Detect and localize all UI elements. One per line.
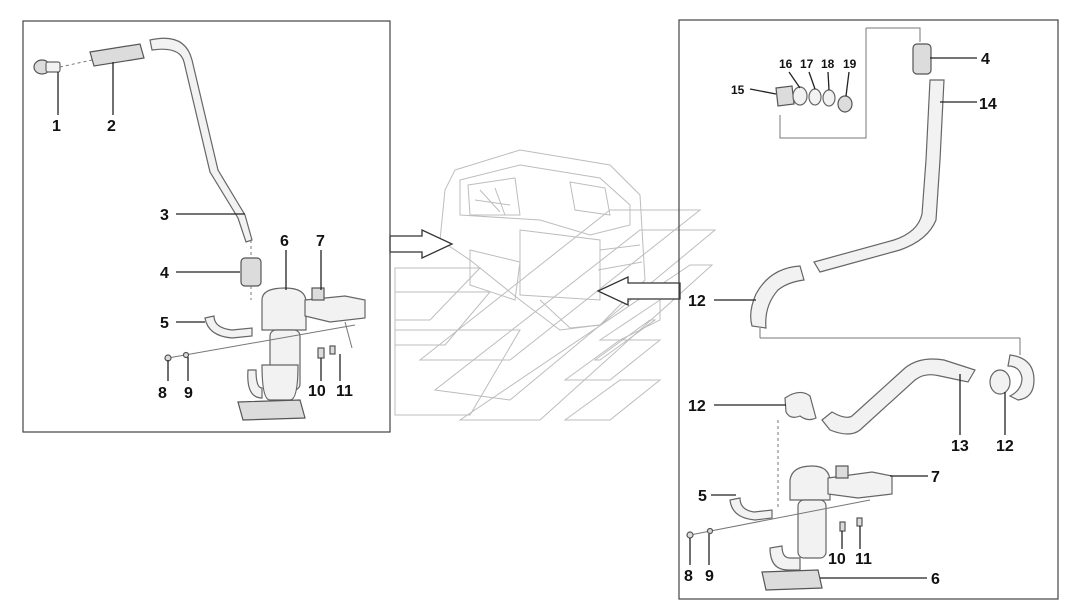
callout-7: 7 [316,233,325,250]
center-watermark-logo [394,209,717,421]
callout-5: 5 [160,315,169,332]
vehicle-cab-illustration [439,149,646,331]
callout-6: 6 [280,233,289,250]
right-panel-frame [678,19,1059,600]
callout-6-right: 6 [931,571,940,588]
callout-14: 14 [979,96,997,113]
right-panel-parts [686,27,1035,591]
flow-arrow-right [389,228,454,260]
callout-3: 3 [160,207,169,224]
callout-18: 18 [821,57,835,71]
callout-8: 8 [158,385,167,402]
callout-11-right: 11 [855,551,872,568]
right-callout-labels: 4 14 15 16 17 18 19 12 12 13 12 5 7 8 9 … [684,51,1014,588]
callout-10: 10 [308,383,326,400]
callout-16: 16 [779,57,793,71]
right-leader-lines [689,57,1006,579]
callout-15: 15 [731,83,745,97]
callout-12-right: 12 [996,438,1014,455]
left-panel-frame [22,20,391,433]
callout-17: 17 [800,57,814,71]
flow-arrow-left [596,275,681,307]
left-leader-lines [57,62,341,381]
callout-4-right: 4 [981,51,990,68]
callout-1: 1 [52,118,61,135]
left-callout-labels: 1 2 3 4 6 7 5 8 9 10 11 [52,118,353,402]
callout-12-lower: 12 [688,398,706,415]
callout-13: 13 [951,438,969,455]
callout-9: 9 [184,385,193,402]
left-panel-parts [33,37,366,421]
callout-7-right: 7 [931,469,940,486]
callout-10-right: 10 [828,551,846,568]
callout-8-right: 8 [684,568,693,585]
callout-12-upper: 12 [688,293,706,310]
callout-4: 4 [160,265,169,282]
callout-9-right: 9 [705,568,714,585]
callout-5-right: 5 [698,488,707,505]
callout-11: 11 [336,383,353,400]
callout-2: 2 [107,118,116,135]
callout-19: 19 [843,57,857,71]
